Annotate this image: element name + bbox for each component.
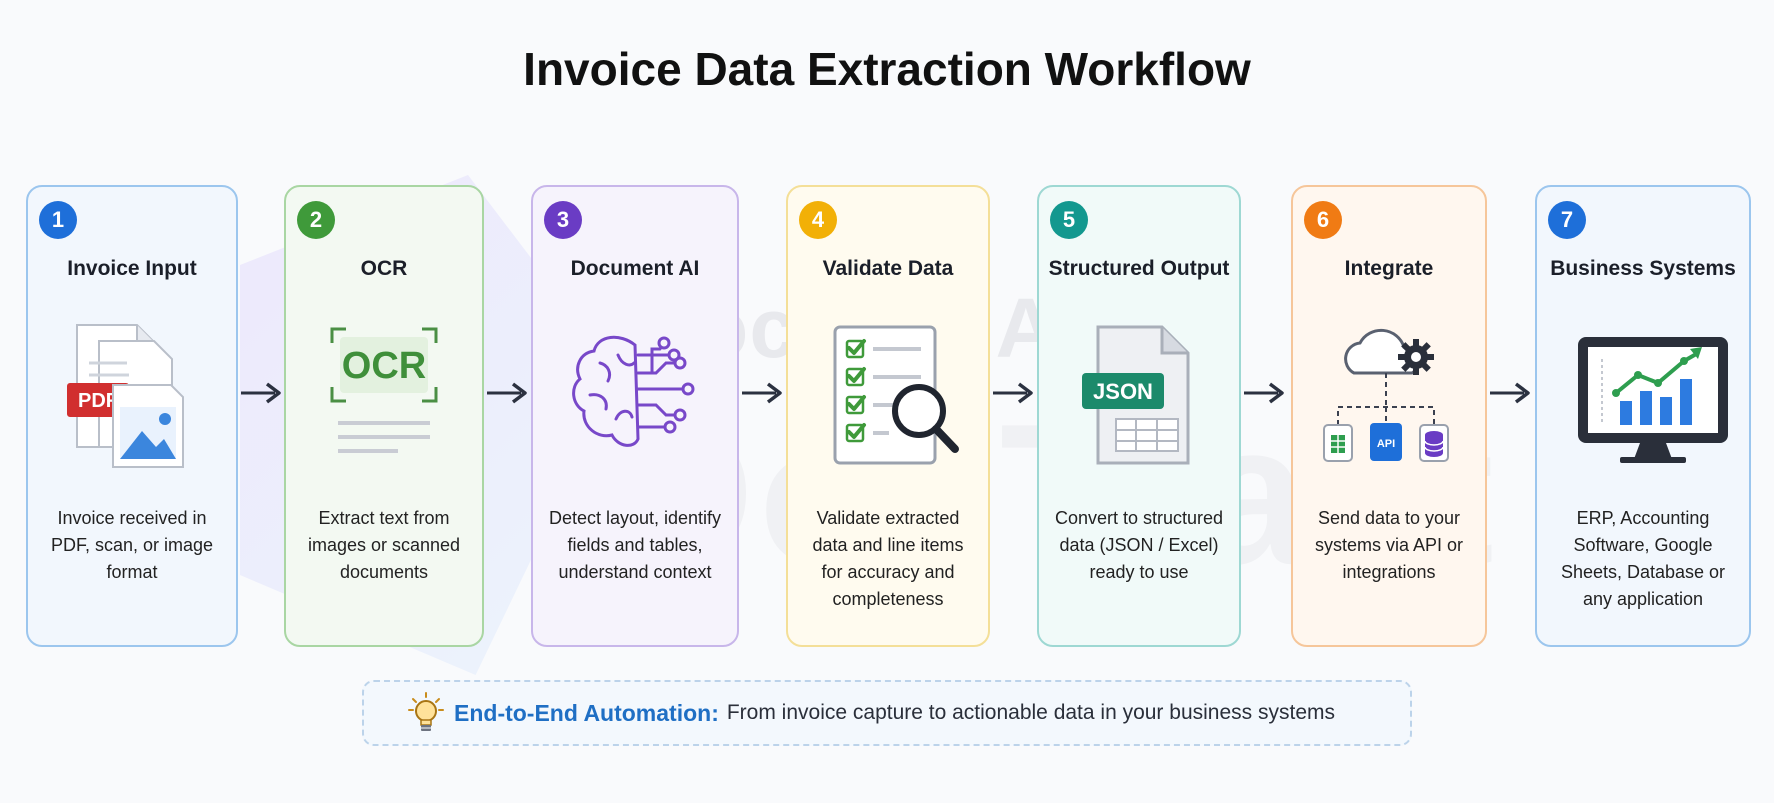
arrow-right-icon — [487, 382, 527, 404]
step-title: Invoice Input — [67, 257, 197, 280]
step-description: Invoice received in PDF, scan, or image … — [50, 508, 214, 582]
arrow-right-icon — [742, 382, 782, 404]
automation-banner: End-to-End Automation: From invoice capt… — [362, 680, 1412, 746]
step-description: Convert to structured data (JSON / Excel… — [1054, 508, 1224, 582]
ocr-scan-icon: OCR — [286, 315, 482, 475]
step-title: Structured Output — [1048, 257, 1230, 280]
step-card-ocr: 2 OCR OCR Extract text from images or sc… — [284, 185, 484, 647]
step-description: Extract text from images or scanned docu… — [307, 508, 461, 582]
arrow-right-icon — [1490, 382, 1530, 404]
step-title: Validate Data — [822, 257, 954, 280]
pdf-label: PDF — [78, 390, 118, 412]
step-card-business-systems: 7 Business Systems ERP, Accounting Softw… — [1535, 185, 1751, 647]
step-badge: 7 — [1548, 201, 1586, 239]
arrow-right-icon — [993, 382, 1033, 404]
monitor-chart-icon — [1537, 315, 1749, 475]
ocr-label: OCR — [342, 345, 426, 387]
cloud-gear-icon: API — [1293, 315, 1485, 475]
step-badge: 4 — [799, 201, 837, 239]
step-description: Send data to your systems via API or int… — [1314, 508, 1464, 582]
step-badge: 3 — [544, 201, 582, 239]
brain-circuit-icon — [533, 315, 737, 475]
arrow-right-icon — [1244, 382, 1284, 404]
step-badge: 1 — [39, 201, 77, 239]
step-description: Validate extracted data and line items f… — [812, 508, 964, 609]
step-badge: 5 — [1050, 201, 1088, 239]
step-card-structured-output: 5 Structured Output JSON Convert to stru… — [1037, 185, 1241, 647]
step-description: Detect layout, identify fields and table… — [548, 508, 722, 582]
step-card-document-ai: 3 Document AI Detect layout, identify fi… — [531, 185, 739, 647]
step-title: Business Systems — [1550, 257, 1736, 280]
json-label: JSON — [1093, 379, 1153, 404]
step-card-invoice-input: 1 Invoice Input PDF Invoice received in … — [26, 185, 238, 647]
step-card-validate-data: 4 Validate Data Validate extracted data … — [786, 185, 990, 647]
step-title: Document AI — [570, 257, 700, 280]
step-badge: 6 — [1304, 201, 1342, 239]
step-title: OCR — [360, 257, 408, 280]
banner-text: From invoice capture to actionable data … — [726, 701, 1335, 724]
checklist-magnifier-icon — [788, 315, 988, 475]
json-file-icon: JSON — [1039, 315, 1239, 475]
page-title: Invoice Data Extraction Workflow — [523, 43, 1251, 95]
arrow-right-icon — [241, 382, 281, 404]
step-description: ERP, Accounting Software, Google Sheets,… — [1560, 508, 1726, 609]
pdf-image-icon: PDF — [28, 315, 236, 475]
step-card-integrate: 6 Integrate API — [1291, 185, 1487, 647]
banner-heading: End-to-End Automation: — [454, 699, 719, 726]
lightbulb-icon — [408, 692, 444, 731]
step-badge: 2 — [297, 201, 335, 239]
api-label: API — [1377, 438, 1395, 450]
step-title: Integrate — [1344, 257, 1434, 280]
